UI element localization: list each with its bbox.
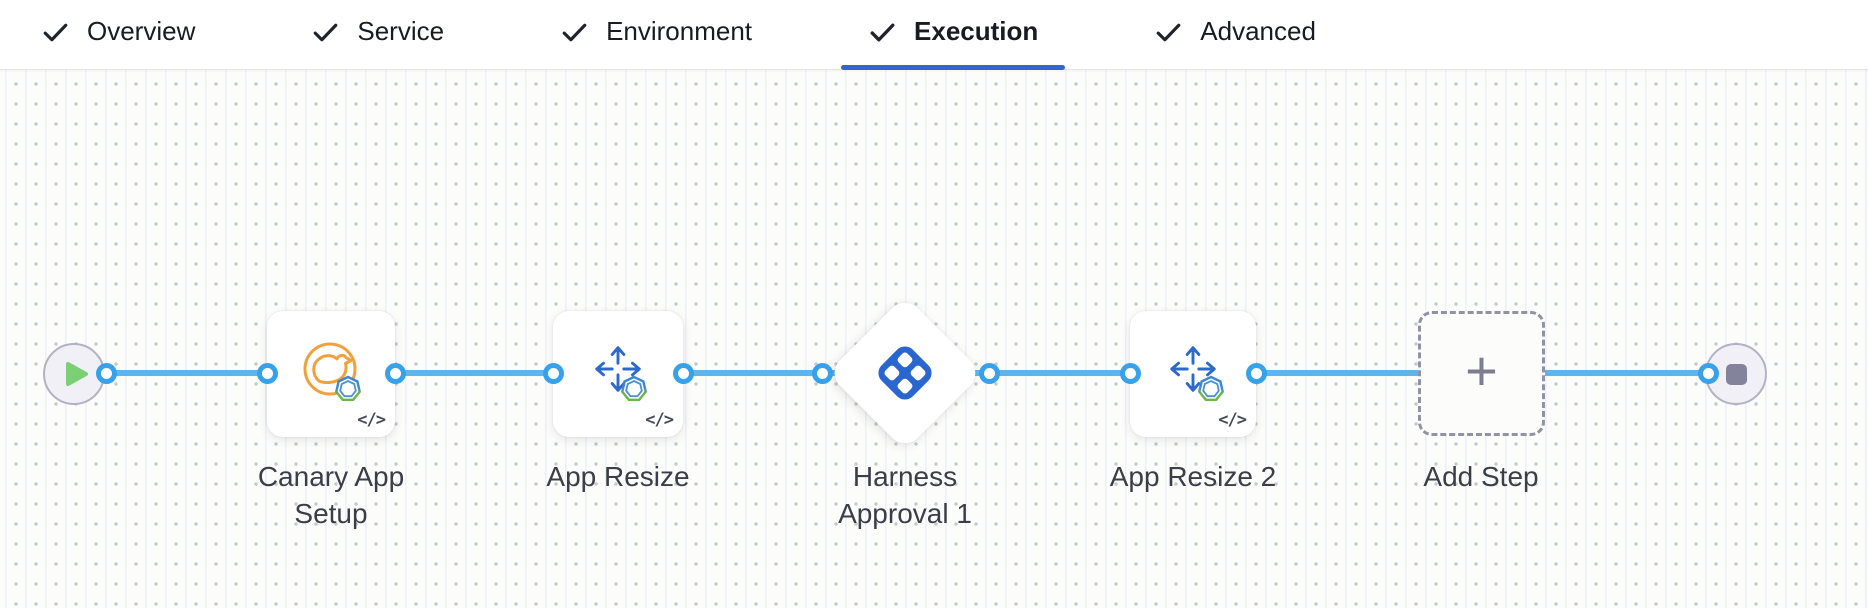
add-step-button[interactable]: + (1418, 311, 1545, 436)
step-node-app-resize[interactable]: </> (553, 311, 683, 437)
approval-node-harness-approval-1[interactable] (827, 295, 983, 451)
node-label-canary-app-setup: Canary App Setup (257, 461, 405, 529)
code-icon: </> (645, 410, 674, 430)
step-node-app-resize-2[interactable]: </> (1130, 311, 1256, 437)
connector-port[interactable] (1120, 363, 1141, 384)
connector-port[interactable] (543, 363, 564, 384)
tab-execution[interactable]: Execution (841, 0, 1066, 70)
checkmark-icon (43, 23, 68, 42)
connector-port[interactable] (1246, 363, 1267, 384)
canary-bird-icon (303, 342, 357, 396)
expand-arrows-icon (1170, 346, 1216, 392)
tab-environment[interactable]: Environment (533, 0, 779, 70)
step-node-canary-app-setup[interactable]: </> (267, 311, 395, 437)
polygon-badge-icon (1198, 375, 1224, 401)
tab-label: Service (357, 16, 445, 46)
connector-port[interactable] (673, 363, 694, 384)
node-label-app-resize: App Resize (546, 461, 690, 492)
harness-logo-icon (878, 346, 932, 400)
tab-label: Overview (87, 16, 196, 46)
checkmark-icon (1156, 23, 1181, 42)
tab-advanced[interactable]: Advanced (1127, 0, 1343, 70)
polygon-badge-icon (621, 375, 647, 401)
node-label-add-step: Add Step (1423, 461, 1539, 492)
node-label-harness-approval-1: Harness Approval 1 (838, 461, 972, 529)
connector-port[interactable] (1698, 363, 1719, 384)
expand-arrows-icon (595, 346, 641, 392)
connector-port[interactable] (96, 363, 117, 384)
pipeline-canvas[interactable]: </> </> (0, 70, 1868, 608)
config-tabbar: Overview Service Environment Execution A… (0, 0, 1868, 70)
polygon-badge-icon (335, 375, 361, 401)
tab-label: Environment (606, 16, 753, 46)
code-icon: </> (357, 410, 386, 430)
tab-label: Advanced (1200, 16, 1316, 46)
plus-icon: + (1465, 338, 1498, 402)
code-icon: </> (1218, 410, 1247, 430)
stop-icon (1725, 363, 1747, 385)
connector-port[interactable] (812, 363, 833, 384)
connector-port[interactable] (257, 363, 278, 384)
checkmark-icon (870, 23, 895, 42)
tab-label: Execution (914, 16, 1039, 46)
tab-overview[interactable]: Overview (14, 0, 222, 70)
node-label-app-resize-2: App Resize 2 (1109, 461, 1277, 492)
checkmark-icon (562, 23, 587, 42)
checkmark-icon (314, 23, 338, 42)
connector-port[interactable] (385, 363, 406, 384)
play-icon (66, 362, 88, 386)
tab-service[interactable]: Service (284, 0, 471, 70)
pipeline-start-node (43, 343, 105, 405)
connector-port[interactable] (979, 363, 1000, 384)
